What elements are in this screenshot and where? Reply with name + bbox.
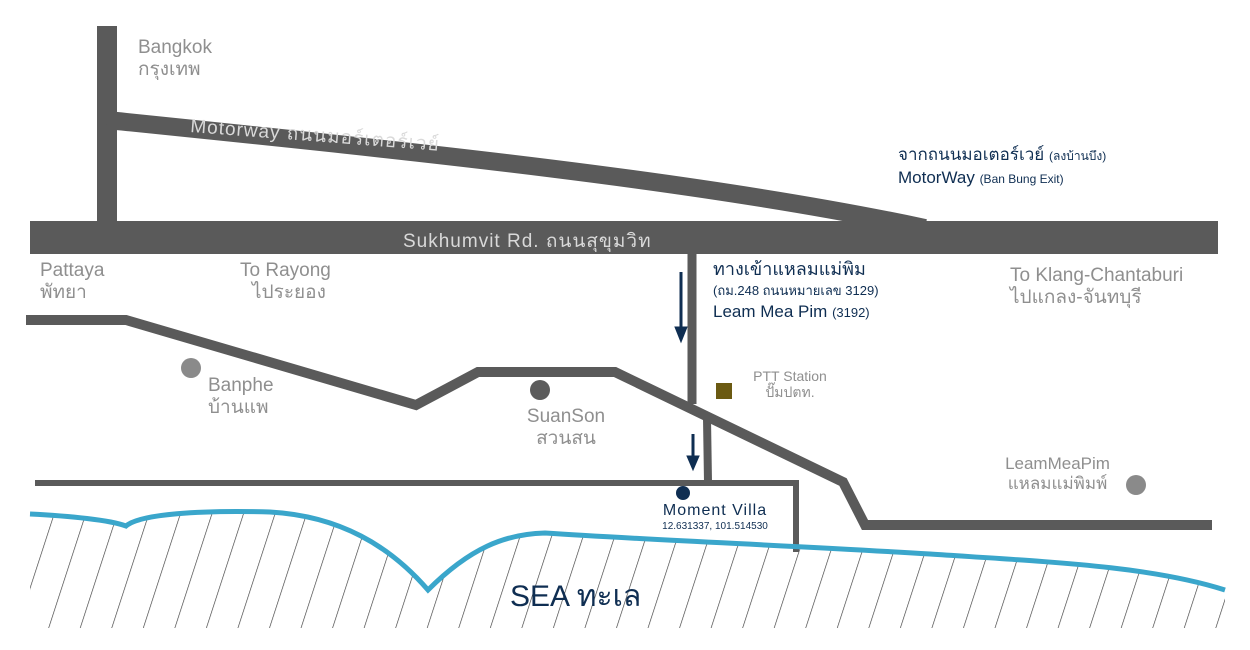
leammeapim-th: แหลมแม่พิมพ์ [1007,473,1108,493]
entrance-th-note: (ถม.248 ถนนหมายเลข 3129) [713,282,879,298]
leammeapim-en: LeamMeaPim [1005,454,1110,473]
motorway-exit-en-note: (Ban Bung Exit) [979,171,1064,186]
ptt-station-marker [716,383,732,399]
motorway-exit-en-line: MotorWay (Ban Bung Exit) [898,168,1106,188]
arrow-down-icon [686,434,700,472]
entrance-en-note: (3192) [832,304,870,320]
coastline [29,509,1226,594]
motorway-exit-th-note: (ลงบ้านบึง) [1049,149,1107,163]
motorway-road [106,111,927,237]
klang-label: To Klang-Chantaburi ไปแกลง-จันทบุรี [1010,265,1183,309]
beach-road [35,480,799,552]
banphe-label: Banphe บ้านแพ [208,375,274,419]
arrow-down-icon [674,272,688,344]
ptt-en: PTT Station [753,368,827,384]
sukhumvit-road [30,221,1218,254]
entrance-note: ทางเข้าแหลมแม่พิม (ถม.248 ถนนหมายเลข 312… [713,259,879,321]
bangkok-th: กรุงเทพ [138,58,201,80]
klang-en: To Klang-Chantaburi [1010,265,1184,286]
motorway-exit-th: จากถนนมอเตอร์เวย์ [898,145,1045,164]
sukhumvit-road-label: Sukhumvit Rd. ถนนสุขุมวิท [403,231,652,252]
leammeapim-label: LeamMeaPim แหลมแม่พิมพ์ [990,454,1125,493]
suanson-th: สวนสน [536,427,596,449]
bangkok-en: Bangkok [138,37,212,58]
ptt-station-label: PTT Station ปั๊มปตท. [740,368,840,400]
banphe-marker [181,358,201,378]
entrance-th: ทางเข้าแหลมแม่พิม [713,259,866,279]
pattaya-label: Pattaya พัทยา [40,260,104,304]
suanson-marker [530,380,550,400]
entrance-en: Leam Mea Pim [713,301,828,321]
destination-name: Moment Villa [662,502,768,519]
bangkok-label: Bangkok กรุงเทพ [138,37,212,81]
rayong-th: ไประยอง [252,281,326,303]
leammeapim-marker [1126,475,1146,495]
pattaya-th: พัทยา [40,281,87,303]
suanson-en: SuanSon [526,406,606,427]
suanson-label: SuanSon สวนสน [516,406,616,450]
sea-bottom-mask [0,628,1250,650]
entrance-en-line: Leam Mea Pim (3192) [713,302,879,322]
rayong-label: To Rayong ไประยอง [240,260,331,304]
rayong-en: To Rayong [240,260,331,281]
motorway-exit-en: MotorWay [898,167,975,187]
klang-th: ไปแกลง-จันทบุรี [1010,286,1142,308]
destination-marker [676,486,690,500]
sea-label: SEA ทะเล [510,580,642,613]
motorway-exit-th-line: จากถนนมอเตอร์เวย์ (ลงบ้านบึง) [898,145,1106,165]
banphe-en: Banphe [208,375,274,396]
banphe-th: บ้านแพ [208,396,269,418]
ptt-th: ปั๊มปตท. [765,384,815,401]
pattaya-en: Pattaya [40,260,105,281]
coastal-road [26,315,1212,530]
motorway-exit-note: จากถนนมอเตอร์เวย์ (ลงบ้านบึง) MotorWay (… [898,145,1106,187]
destination-label: Moment Villa 12.631337, 101.514530 [640,502,790,533]
destination-coords: 12.631337, 101.514530 [662,521,768,533]
entrance-spur [703,417,712,483]
